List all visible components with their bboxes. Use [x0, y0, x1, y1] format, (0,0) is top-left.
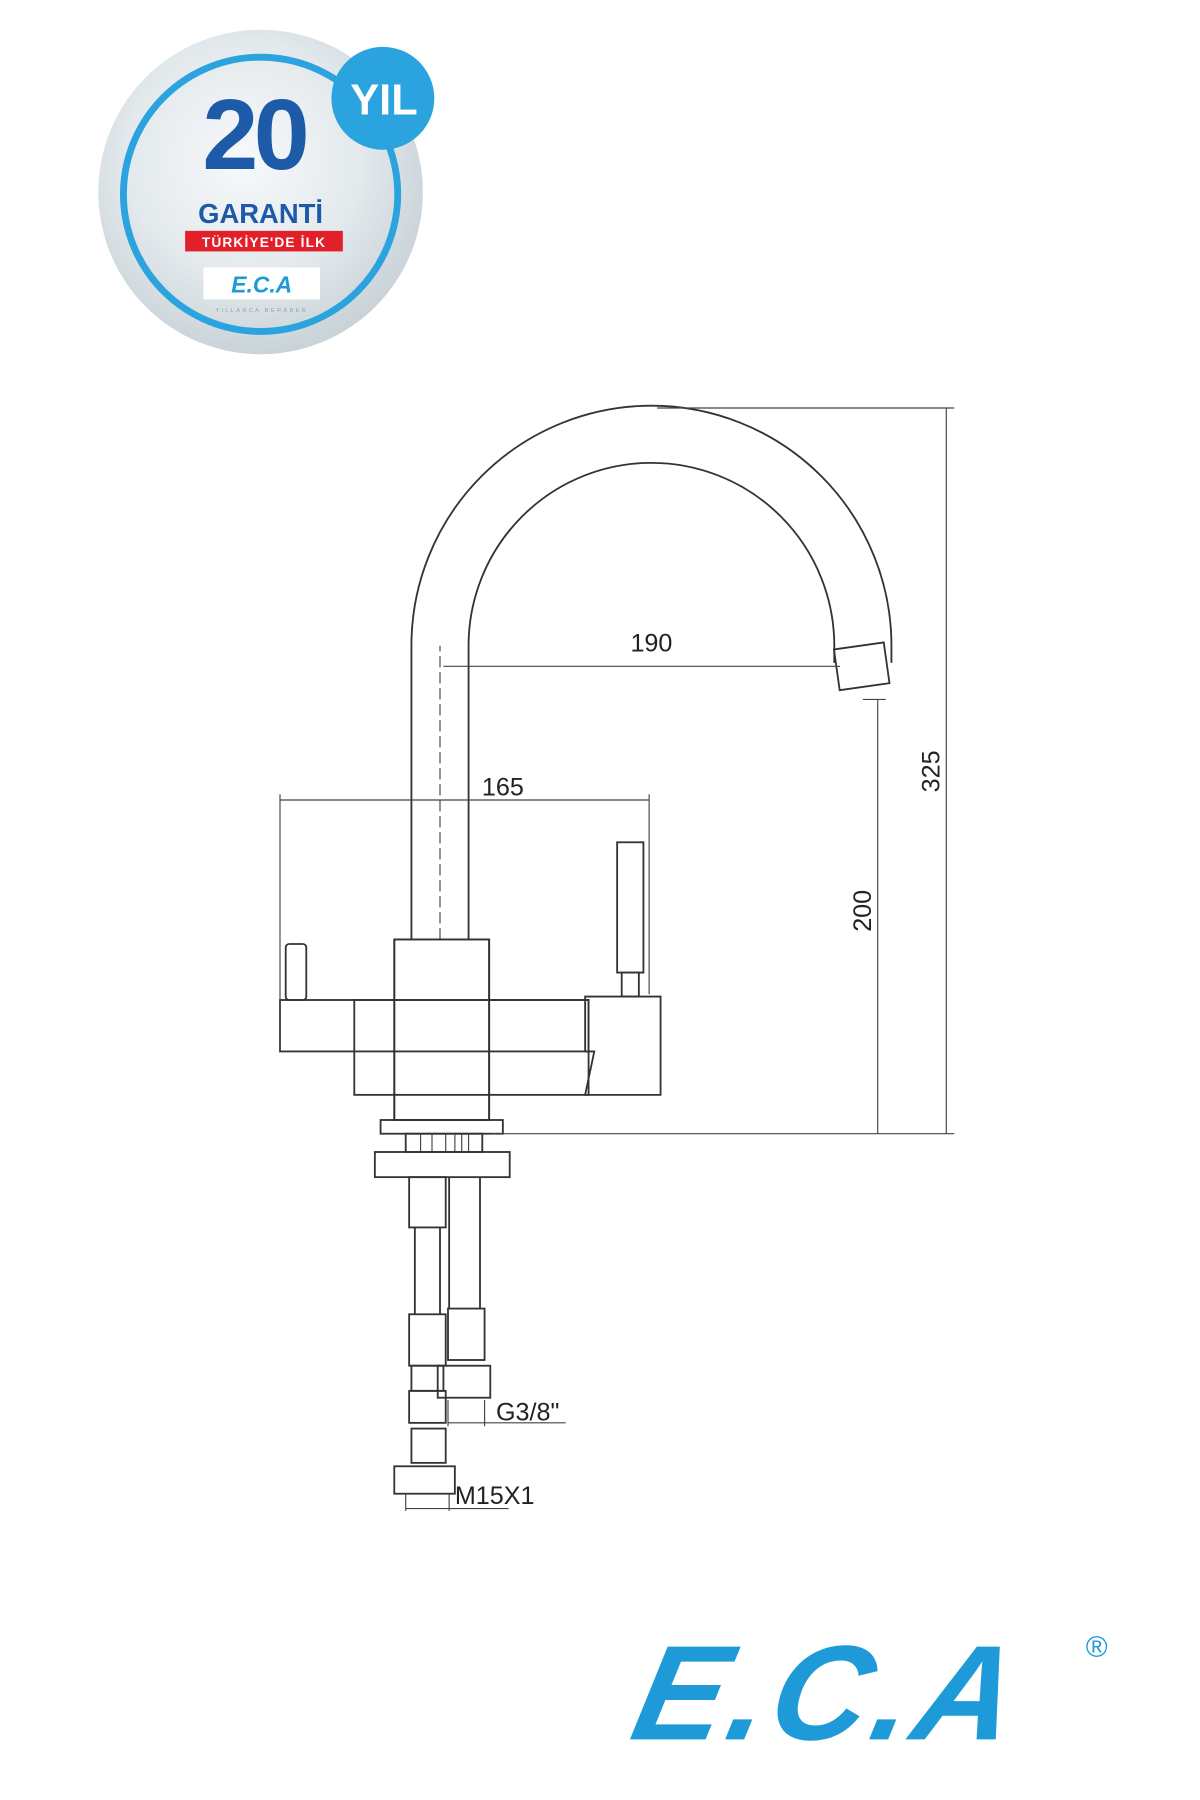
eca-logo: E.C.A ® — [621, 1618, 1107, 1768]
badge-brand-box — [203, 267, 320, 300]
registered-mark: ® — [1086, 1631, 1108, 1664]
base-plate — [379, 1119, 504, 1135]
body-horizontal — [279, 999, 590, 1053]
badge-tagline-bar — [185, 230, 343, 252]
spout-inner — [467, 462, 836, 940]
badge-tagline: TÜRKİYE'DE İLK — [202, 234, 326, 250]
badge-slogan: YILLARCA BERABER — [215, 308, 308, 314]
right-handle — [616, 841, 645, 974]
left-knob — [284, 943, 308, 1001]
warranty-badge: YIL 20 GARANTİ TÜRKİYE'DE İLK E.C.A YILL… — [98, 29, 435, 355]
g38-connector — [436, 1364, 492, 1399]
badge-brand: E.C.A — [231, 272, 292, 298]
badge-unit: YIL — [350, 76, 418, 124]
mounting-nut — [373, 1151, 511, 1179]
dim-hose-thread-g38: G3/8" — [496, 1399, 559, 1427]
m15-connector — [393, 1465, 456, 1495]
spout-outer — [410, 404, 893, 940]
badge-year-circle — [331, 46, 435, 150]
body-center — [393, 938, 491, 1121]
faucet-drawing: 190 165 325 200 G3/8" M15X1 — [279, 404, 955, 1511]
badge-number: 20 — [202, 79, 305, 191]
badge-word: GARANTİ — [198, 198, 323, 229]
dim-body-width: 165 — [482, 773, 524, 801]
logo-text: E.C.A — [621, 1618, 1035, 1768]
dim-hose-thread-m15: M15X1 — [455, 1482, 535, 1510]
dimension-lines — [279, 407, 955, 1511]
right-handle-housing — [584, 995, 662, 1096]
spout-nozzle — [832, 641, 891, 692]
badge-ring — [120, 53, 402, 335]
dim-spout-reach: 190 — [630, 629, 672, 657]
hose-right — [448, 1177, 481, 1309]
dim-spout-height: 200 — [849, 890, 877, 932]
dim-total-height: 325 — [917, 750, 945, 792]
hose-left — [413, 1227, 441, 1315]
